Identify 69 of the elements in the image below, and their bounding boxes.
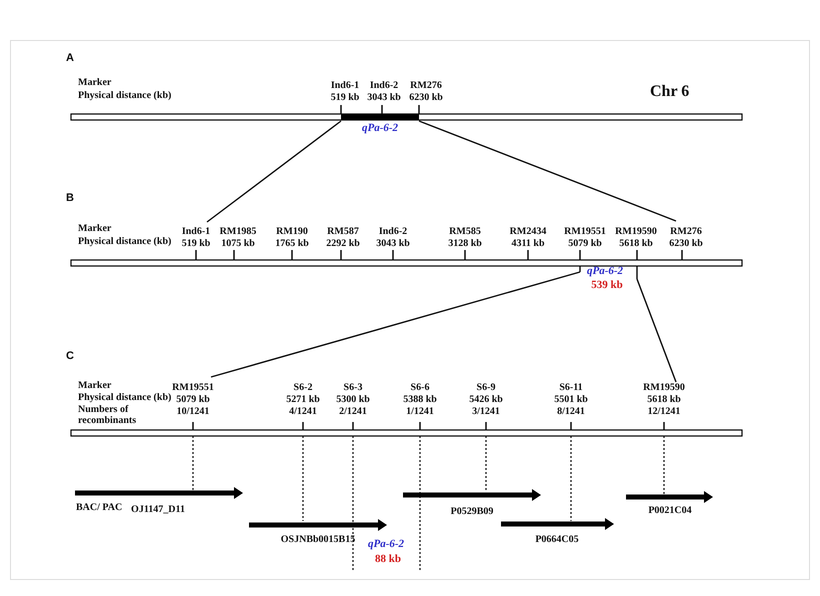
marker-name: RM2434 — [510, 226, 546, 238]
row-heading: Physical distance (kb) — [78, 392, 172, 404]
marker-name: Ind6-2 — [370, 80, 398, 92]
recombinant-count: 12/1241 — [648, 406, 680, 418]
marker-name: RM19590 — [643, 382, 685, 394]
marker-name: RM1985 — [220, 226, 256, 238]
marker-name: S6-3 — [344, 382, 362, 394]
row-heading: BAC/ PAC — [76, 502, 122, 514]
row-heading: Marker — [78, 77, 112, 89]
recombinant-count: 2/1241 — [339, 406, 367, 418]
marker-name: Ind6-1 — [330, 80, 360, 92]
marker-name: S6-6 — [410, 382, 430, 394]
distance-value: 3043 kb — [367, 92, 401, 104]
recombinant-count: 8/1241 — [557, 406, 585, 418]
row-heading: Marker — [78, 380, 112, 392]
marker-name: Ind6-2 — [378, 226, 408, 238]
marker-name: RM276 — [670, 226, 702, 238]
distance-value: 3043 kb — [376, 238, 410, 250]
distance-value: 5079 kb — [176, 394, 210, 406]
distance-value: 5388 kb — [403, 394, 437, 406]
qtl-label: qPa-6-2 — [586, 265, 624, 277]
marker-name: RM190 — [276, 226, 308, 238]
clone-name: P0664C05 — [535, 534, 579, 546]
interval-size: 88 kb — [375, 553, 401, 565]
distance-value: 5079 kb — [568, 238, 602, 250]
distance-value: 5618 kb — [647, 394, 681, 406]
recombinant-count: 4/1241 — [289, 406, 317, 418]
distance-value: 2292 kb — [326, 238, 360, 250]
distance-value: 519 kb — [330, 92, 360, 104]
qtl-label: qPa-6-2 — [362, 122, 398, 134]
distance-value: 6230 kb — [669, 238, 703, 250]
distance-value: 1075 kb — [221, 238, 255, 250]
distance-value: 1765 kb — [275, 238, 309, 250]
distance-value: 6230 kb — [409, 92, 443, 104]
distance-value: 519 kb — [182, 238, 210, 250]
marker-name: RM19590 — [615, 226, 657, 238]
recombinant-count: 3/1241 — [472, 406, 500, 418]
marker-name: RM276 — [410, 80, 442, 92]
clone-name: OJ1147_D11 — [131, 504, 185, 516]
recombinant-count: 10/1241 — [176, 406, 210, 418]
row-heading: Numbers of recombinants — [78, 404, 138, 426]
marker-name: S6-11 — [559, 382, 583, 394]
panel-label: A — [66, 52, 74, 64]
marker-name: S6-2 — [294, 382, 312, 394]
panel-label: B — [66, 192, 74, 204]
marker-name: S6-9 — [476, 382, 496, 394]
marker-name: RM585 — [449, 226, 481, 238]
distance-value: 3128 kb — [448, 238, 482, 250]
distance-value: 5426 kb — [469, 394, 503, 406]
panel-label: C — [66, 350, 74, 362]
row-heading: Physical distance (kb) — [78, 90, 172, 102]
distance-value: 5618 kb — [619, 238, 653, 250]
marker-name: RM19551 — [564, 226, 606, 238]
chromosome-title: Chr 6 — [650, 86, 690, 98]
distance-value: 5271 kb — [286, 394, 320, 406]
marker-name: Ind6-1 — [182, 226, 210, 238]
clone-name: P0529B09 — [450, 506, 494, 518]
clone-name: OSJNBb0015B15 — [280, 534, 356, 546]
row-heading: Physical distance (kb) — [78, 236, 172, 248]
distance-value: 5501 kb — [554, 394, 588, 406]
distance-value: 5300 kb — [336, 394, 370, 406]
interval-size: 539 kb — [591, 279, 623, 291]
marker-name: RM587 — [327, 226, 359, 238]
distance-value: 4311 kb — [511, 238, 545, 250]
recombinant-count: 1/1241 — [406, 406, 434, 418]
qtl-label: qPa-6-2 — [368, 538, 404, 550]
marker-name: RM19551 — [172, 382, 214, 394]
clone-name: P0021C04 — [648, 505, 692, 517]
row-heading: Marker — [78, 223, 112, 235]
